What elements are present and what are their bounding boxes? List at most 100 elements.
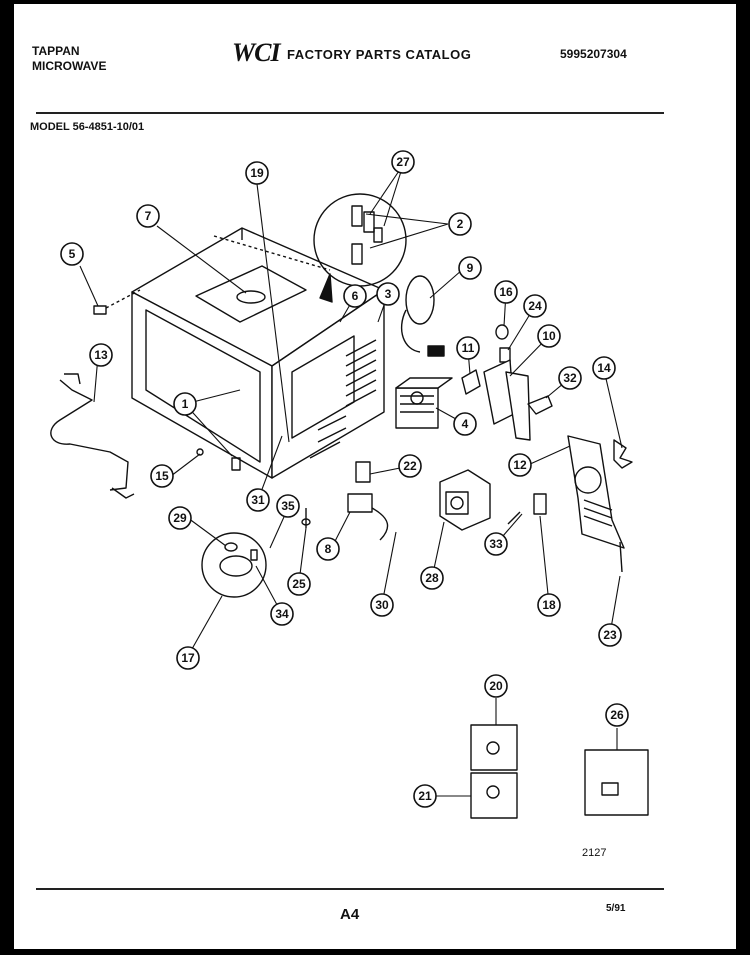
callout-25: 25 [287,572,311,596]
callout-label: 31 [251,493,265,507]
callout-circle [150,464,174,488]
callout-13: 13 [89,343,113,367]
model-number: MODEL 56-4851-10/01 [30,121,145,133]
callout-label: 20 [489,679,503,693]
callout-label: 30 [375,598,389,612]
callout-24: 24 [523,294,547,318]
revision-date: 5/91 [606,903,626,914]
callout-circle [316,537,340,561]
callout-group: 1234567891011121314151617181920212223242… [60,150,629,808]
callout-label: 14 [597,361,611,375]
callout-6: 6 [343,284,367,308]
callout-label: 3 [385,287,392,301]
callout-2: 2 [448,212,472,236]
callout-1: 1 [173,392,197,416]
callout-label: 1 [182,397,189,411]
catalog-title: FACTORY PARTS CATALOG [287,47,472,62]
callout-label: 18 [542,598,556,612]
callout-14: 14 [592,356,616,380]
callout-circle [456,336,480,360]
callout-22: 22 [398,454,422,478]
callout-circle [398,454,422,478]
callout-circle [605,703,629,727]
callout-circle [453,412,477,436]
callout-circle [598,623,622,647]
callout-18: 18 [537,593,561,617]
callout-label: 22 [403,459,417,473]
callout-circle [60,242,84,266]
callout-28: 28 [420,566,444,590]
callout-circle [246,488,270,512]
callout-34: 34 [270,602,294,626]
part-boxes [470,724,649,819]
callout-circle [276,494,300,518]
callout-circle [343,284,367,308]
callout-circle [287,572,311,596]
callout-circle [136,204,160,228]
callout-circle [558,366,582,390]
callout-label: 28 [425,571,439,585]
callout-circle [270,602,294,626]
callout-32: 32 [558,366,582,390]
callout-circle [420,566,444,590]
callout-label: 2 [457,217,464,231]
callout-30: 30 [370,593,394,617]
oven-cavity [131,227,385,479]
callout-circle [413,784,437,808]
callout-8: 8 [316,537,340,561]
callout-label: 16 [499,285,513,299]
callout-label: 4 [462,417,469,431]
brand-line-1: TAPPAN [32,44,80,58]
callout-circle [173,392,197,416]
callout-circle [376,282,400,306]
callout-label: 34 [275,607,289,621]
small-parts [93,289,623,573]
callout-circle [484,674,508,698]
callout-circle [176,646,200,670]
callout-label: 23 [603,628,617,642]
callout-3: 3 [376,282,400,306]
callout-4: 4 [453,412,477,436]
power-cord [401,275,445,357]
wci-logo: WCI [232,38,281,67]
magnetron [395,377,453,429]
callout-27: 27 [391,150,415,174]
callout-circle [245,161,269,185]
callout-19: 19 [245,161,269,185]
callout-label: 33 [489,537,503,551]
callout-circle [391,150,415,174]
callout-label: 35 [281,499,295,513]
callout-11: 11 [456,336,480,360]
callout-label: 9 [467,261,474,275]
callout-label: 11 [462,341,475,355]
callout-35: 35 [276,494,300,518]
callout-label: 8 [325,542,332,556]
callout-circle [523,294,547,318]
callout-circle [89,343,113,367]
callout-label: 21 [418,789,432,803]
callout-label: 13 [94,348,108,362]
callout-31: 31 [246,488,270,512]
callout-17: 17 [176,646,200,670]
callout-label: 26 [610,708,624,722]
header-rule [36,112,664,114]
callout-label: 25 [292,577,306,591]
catalog-part-number: 5995207304 [560,47,627,61]
callout-circle [168,506,192,530]
callout-16: 16 [494,280,518,304]
callout-label: 10 [542,329,556,343]
hv-transformer [439,469,491,531]
callout-label: 32 [563,371,577,385]
callout-label: 27 [396,155,410,169]
drawing-code: 2127 [582,847,607,859]
callout-21: 21 [413,784,437,808]
brand-line-2: MICROWAVE [32,59,107,73]
callout-label: 5 [69,247,76,261]
callout-7: 7 [136,204,160,228]
callout-circle [508,453,532,477]
callout-circle [592,356,616,380]
callout-9: 9 [458,256,482,280]
callout-circle [448,212,472,236]
callout-label: 24 [528,299,542,313]
